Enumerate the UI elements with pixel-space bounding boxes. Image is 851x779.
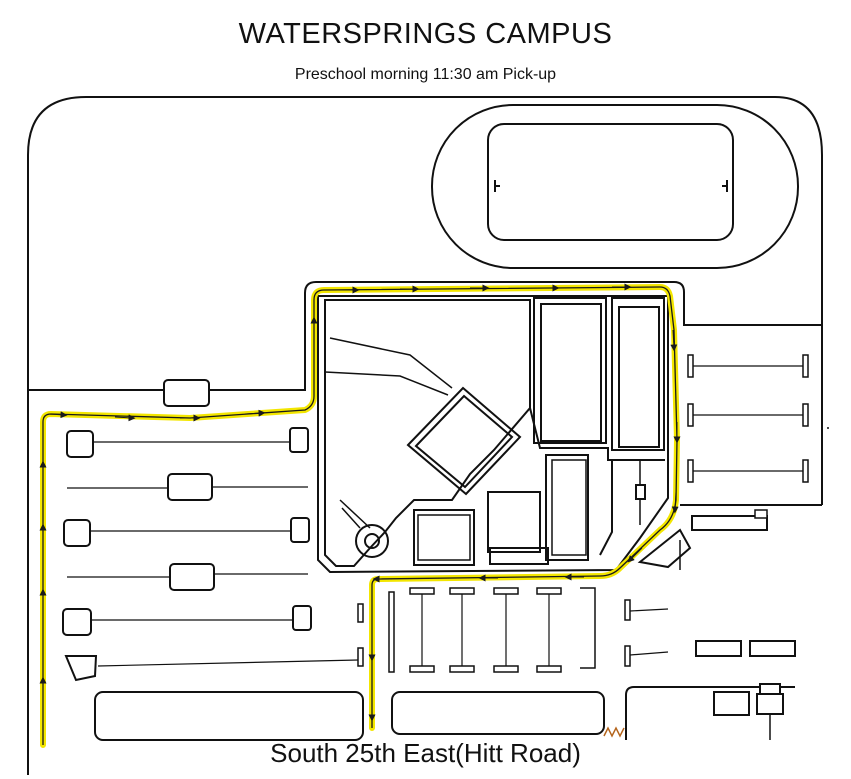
pickup-route-line	[42, 286, 678, 745]
map-subtitle: Preschool morning 11:30 am Pick-up	[294, 66, 557, 83]
campus-boundary	[27, 96, 823, 775]
main-building	[317, 295, 669, 574]
left-parking-lot	[62, 379, 364, 741]
upper-area-outline	[28, 281, 822, 391]
route-arrow-icon	[670, 329, 678, 352]
running-track	[431, 104, 799, 269]
road-label: South 25th East(Hitt Road)	[270, 738, 581, 768]
roundabout	[355, 524, 389, 558]
route-arrow-icon	[244, 409, 266, 417]
route-arrows	[39, 283, 681, 722]
pickup-route-highlight	[40, 284, 680, 748]
route-arrow-icon	[49, 411, 68, 419]
right-parking-lot	[625, 354, 829, 740]
map-title: WATERSPRINGS CAMPUS	[238, 18, 613, 50]
route-arrow-icon	[114, 414, 136, 422]
route-arrow-icon	[671, 491, 679, 514]
route-arrow-icon	[627, 547, 643, 563]
center-parking-lot	[388, 587, 669, 738]
